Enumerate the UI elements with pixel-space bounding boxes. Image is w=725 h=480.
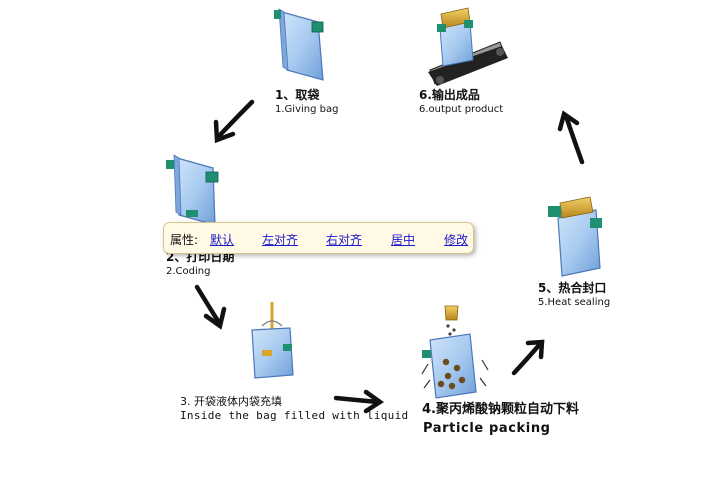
step3-label-cn: 3. 开袋液体内袋充填 bbox=[180, 395, 282, 408]
step6-label-en: 6.output product bbox=[419, 104, 504, 115]
heat-sealing-icon bbox=[548, 196, 602, 277]
arrow-4-to-5 bbox=[511, 339, 545, 376]
step5-label-cn: 5、热合封口 bbox=[538, 281, 607, 295]
image-attribute-toolbar: 属性: 默认 左对齐 右对齐 居中 修改 bbox=[163, 222, 474, 254]
liquid-filling-icon bbox=[251, 302, 294, 379]
toolbar-prefix: 属性: bbox=[170, 233, 199, 247]
particle-packing-icon bbox=[421, 305, 489, 399]
flow-arrows bbox=[194, 99, 585, 414]
align-default-link[interactable]: 默认 bbox=[210, 233, 235, 247]
arrow-3-to-4 bbox=[333, 389, 385, 414]
arrow-1-to-2 bbox=[213, 99, 255, 144]
arrow-5-to-6 bbox=[557, 110, 585, 165]
align-right-link[interactable]: 右对齐 bbox=[326, 233, 363, 247]
step4-label-en: Particle packing bbox=[423, 421, 551, 436]
align-center-link[interactable]: 居中 bbox=[391, 233, 416, 247]
align-left-link[interactable]: 左对齐 bbox=[262, 233, 299, 247]
modify-link[interactable]: 修改 bbox=[444, 233, 469, 247]
output-product-icon bbox=[428, 7, 508, 86]
step1-label-cn: 1、取袋 bbox=[275, 88, 320, 102]
step2-label-en: 2.Coding bbox=[166, 266, 211, 277]
step3-label-en: Inside the bag filled with liquid bbox=[180, 409, 409, 422]
step4-label-cn: 4.聚丙烯酸钠颗粒自动下料 bbox=[422, 402, 579, 417]
bag-icon-step2 bbox=[166, 154, 219, 226]
step6-label-cn: 6.输出成品 bbox=[419, 88, 480, 102]
bag-icon-step1 bbox=[274, 8, 324, 81]
arrow-2-to-3 bbox=[194, 284, 227, 330]
step1-label-en: 1.Giving bag bbox=[275, 104, 339, 115]
step5-label-en: 5.Heat sealing bbox=[538, 297, 611, 308]
